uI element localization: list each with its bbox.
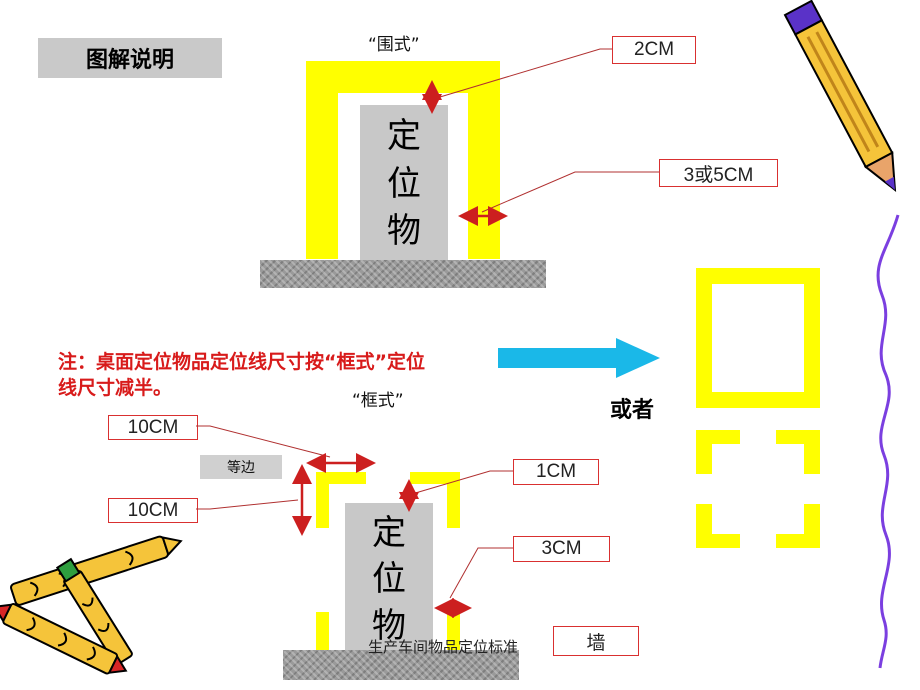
or-label: 或者 [610, 398, 655, 423]
pencil-icon [783, 0, 897, 193]
leader-10cm-h [196, 425, 331, 458]
leader-10cm-v [196, 499, 299, 510]
top-object: 定 位 物 [360, 105, 448, 262]
alt-corner-bl-v [696, 504, 712, 548]
object-char: 定 [387, 115, 421, 156]
corner-bottom-left-v [316, 612, 329, 650]
object-char: 位 [387, 163, 421, 204]
crayon-green-icon [55, 557, 133, 666]
crayon-yellow-icon [10, 535, 183, 606]
alt-corner-tr-v [804, 430, 820, 474]
bottom-ground [283, 650, 519, 680]
label-10cm-horizontal: 10CM [108, 415, 198, 440]
label-equal-sides: 等边 [200, 455, 282, 479]
alt-corner-br-v [804, 504, 820, 548]
label-10cm-vertical: 10CM [108, 498, 198, 523]
corner-bottom-right-v [447, 612, 460, 650]
leader-3cm [449, 547, 513, 599]
top-ground [260, 260, 546, 288]
bottom-diagram-caption: “框式” [352, 391, 404, 411]
alt-square-right [804, 268, 820, 408]
corner-top-right-v [447, 472, 460, 528]
bottom-object: 定 位 物 [345, 503, 433, 655]
corner-top-left-v [316, 472, 329, 528]
label-wall: 墙 [553, 626, 639, 656]
top-frame-left [306, 61, 338, 259]
alt-square-bottom [696, 392, 820, 408]
top-frame-bar [306, 61, 500, 93]
leader-1cm [411, 470, 513, 495]
big-arrow-icon [498, 338, 660, 378]
object-char: 位 [372, 559, 406, 599]
top-frame-right [468, 61, 500, 259]
leader-3or5cm [481, 171, 659, 213]
top-diagram-caption: “围式” [368, 35, 420, 55]
leader-2cm [439, 48, 612, 98]
label-1cm: 1CM [513, 459, 599, 485]
footer-text: 生产车间物品定位标准 [368, 638, 519, 656]
alt-square-top [696, 268, 820, 284]
label-2cm: 2CM [612, 36, 696, 64]
alt-corner-tl-v [696, 430, 712, 474]
label-3cm: 3CM [513, 536, 610, 562]
alt-square-left [696, 268, 712, 408]
page-title: 图解说明 [38, 38, 222, 78]
object-char: 定 [372, 512, 406, 553]
object-char: 物 [372, 605, 406, 646]
object-char: 物 [387, 211, 421, 252]
crayon-red-icon [0, 603, 128, 675]
wavy-border [876, 214, 900, 669]
note-text: 注：桌面定位物品定位线尺寸按“框式”定位线尺寸减半。 [58, 351, 425, 399]
label-3or5cm: 3或5CM [659, 159, 778, 187]
